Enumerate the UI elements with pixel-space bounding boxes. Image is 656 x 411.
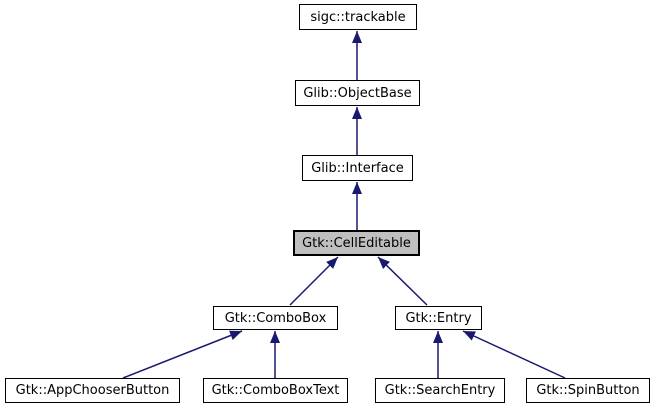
node-gtk-entry[interactable]: Gtk::Entry (395, 306, 482, 330)
node-label: Gtk::ComboBox (224, 310, 327, 326)
node-gtk-spinbutton[interactable]: Gtk::SpinButton (526, 378, 650, 403)
node-label: Gtk::Entry (405, 310, 472, 326)
node-label: sigc::trackable (310, 9, 406, 25)
node-gtk-comboboxtext[interactable]: Gtk::ComboBoxText (203, 378, 348, 403)
edge-appchooserbutton-to-combobox (122, 330, 243, 379)
edge-combobox-to-celleditable (289, 256, 339, 306)
node-gtk-combobox[interactable]: Gtk::ComboBox (213, 306, 338, 330)
node-label: Gtk::SpinButton (536, 383, 640, 398)
node-label: Gtk::AppChooserButton (15, 383, 170, 398)
node-label: Glib::Interface (311, 160, 404, 176)
node-gtk-searchentry[interactable]: Gtk::SearchEntry (375, 378, 505, 403)
node-label: Gtk::ComboBoxText (211, 383, 340, 398)
node-sigc-trackable[interactable]: sigc::trackable (299, 4, 417, 30)
node-gtk-appchooserbutton[interactable]: Gtk::AppChooserButton (5, 378, 180, 403)
edge-entry-to-celleditable (377, 256, 428, 306)
node-gtk-celleditable: Gtk::CellEditable (293, 230, 420, 256)
node-label: Glib::ObjectBase (303, 85, 412, 101)
node-label: Gtk::CellEditable (302, 235, 411, 251)
node-glib-objectbase[interactable]: Glib::ObjectBase (295, 80, 420, 106)
edge-spinbutton-to-entry (462, 330, 566, 379)
node-glib-interface[interactable]: Glib::Interface (302, 155, 413, 181)
node-label: Gtk::SearchEntry (384, 383, 496, 398)
